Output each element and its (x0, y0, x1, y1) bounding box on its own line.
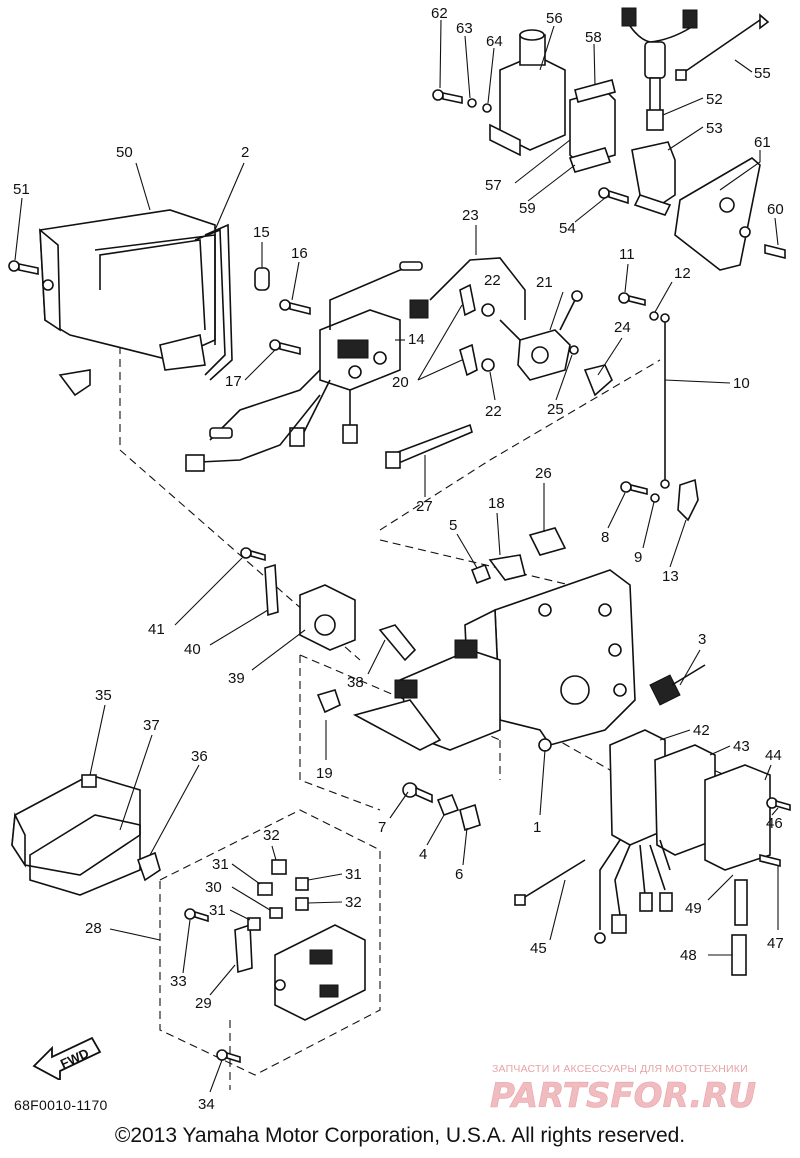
callout-label: 39 (228, 670, 245, 687)
callout-label: 6 (455, 866, 463, 883)
callout-label: 2 (241, 144, 249, 161)
temperature-sensor (649, 664, 706, 706)
callout-label: 48 (680, 947, 697, 964)
starter-relay-group (409, 257, 613, 397)
junction-box (11, 774, 161, 896)
callout-label: 19 (316, 765, 333, 782)
callout-label: 22 (484, 272, 501, 289)
callout-label: 57 (485, 177, 502, 194)
callout-label: 24 (614, 319, 631, 336)
callout-label: 60 (767, 201, 784, 218)
callout-label: 3 (698, 631, 706, 648)
callout-label: 5 (449, 517, 457, 534)
callout-label: 38 (347, 674, 364, 691)
callout-label: 31 (345, 866, 362, 883)
callout-label: 26 (535, 465, 552, 482)
callout-label: 32 (263, 827, 280, 844)
callout-label: 53 (706, 120, 723, 137)
callout-label: 40 (184, 641, 201, 658)
drawing-code: 68F0010-1170 (14, 1097, 108, 1113)
callout-label: 14 (408, 331, 425, 348)
watermark-caption: ЗАПЧАСТИ И АКСЕССУАРЫ ДЛЯ МОТОТЕХНИКИ (492, 1063, 748, 1075)
callout-label: 29 (195, 995, 212, 1012)
callout-label: 16 (291, 245, 308, 262)
cdi-unit-assembly (594, 729, 791, 976)
callout-label: 30 (205, 879, 222, 896)
main-bracket (316, 569, 636, 752)
callout-label: 42 (693, 722, 710, 739)
callout-label: 17 (225, 373, 242, 390)
callout-label: 64 (486, 33, 503, 50)
callout-label: 63 (456, 20, 473, 37)
clips-and-ties (385, 423, 567, 585)
electrical-box-cover (8, 209, 233, 397)
copyright-notice: ©2013 Yamaha Motor Corporation, U.S.A. A… (114, 1124, 686, 1147)
callout-label: 35 (95, 687, 112, 704)
callout-label: 21 (536, 274, 553, 291)
callout-label: 11 (619, 246, 635, 263)
rectifier-regulator (185, 261, 423, 472)
sensor-assembly (598, 7, 786, 271)
callout-label: 43 (733, 738, 750, 755)
callout-label: 8 (601, 529, 609, 546)
fwd-arrow-icon: FWD (32, 1036, 102, 1080)
callout-label: 59 (519, 200, 536, 217)
callout-label: 18 (488, 495, 505, 512)
callout-label: 36 (191, 748, 208, 765)
watermark-logo: PARTSFOR.RU (490, 1076, 757, 1115)
callout-label: 54 (559, 220, 576, 237)
callout-label: 28 (85, 920, 102, 937)
callout-label: 31 (209, 902, 226, 919)
callout-label: 31 (212, 856, 229, 873)
callout-label: 15 (253, 224, 270, 241)
callout-label: 50 (116, 144, 133, 161)
callout-label: 23 (462, 207, 479, 224)
callout-label: 49 (685, 900, 702, 917)
bracket-and-grommet (240, 547, 356, 651)
callout-label: 32 (345, 894, 362, 911)
callout-label: 22 (485, 403, 502, 420)
callout-label: 51 (13, 181, 30, 198)
callout-label: 13 (662, 568, 679, 585)
callout-label: 9 (634, 549, 642, 566)
callout-label: 46 (766, 815, 783, 832)
solenoid-assembly (432, 29, 616, 173)
callout-label: 45 (530, 940, 547, 957)
callout-label: 10 (733, 375, 750, 392)
cdi-module-group (184, 859, 366, 1064)
callout-numbers: 62 63 64 56 58 55 52 53 61 60 54 59 57 5… (13, 5, 784, 1113)
callout-label: 58 (585, 29, 602, 46)
callout-label: 27 (416, 498, 433, 515)
watermark-logo-text: PARTSFOR.RU (490, 1076, 756, 1115)
callout-label: 44 (765, 747, 782, 764)
callout-label: 37 (143, 717, 160, 734)
callout-label: 25 (547, 401, 564, 418)
callout-label: 55 (754, 65, 771, 82)
callout-label: 62 (431, 5, 448, 22)
callout-label: 12 (674, 265, 691, 282)
callout-label: 4 (419, 846, 427, 863)
leader-lines (14, 19, 779, 1093)
callout-label: 7 (378, 819, 386, 836)
callout-label: 61 (754, 134, 771, 151)
callout-label: 33 (170, 973, 187, 990)
fwd-label: FWD (58, 1045, 91, 1071)
callout-label: 34 (198, 1096, 215, 1113)
callout-label: 20 (392, 374, 409, 391)
callout-label: 56 (546, 10, 563, 27)
mount-hardware (402, 782, 586, 906)
callout-label: 52 (706, 91, 723, 108)
callout-label: 1 (533, 819, 541, 836)
callout-label: 47 (767, 935, 784, 952)
callout-label: 41 (148, 621, 165, 638)
rod-assembly (618, 292, 699, 522)
